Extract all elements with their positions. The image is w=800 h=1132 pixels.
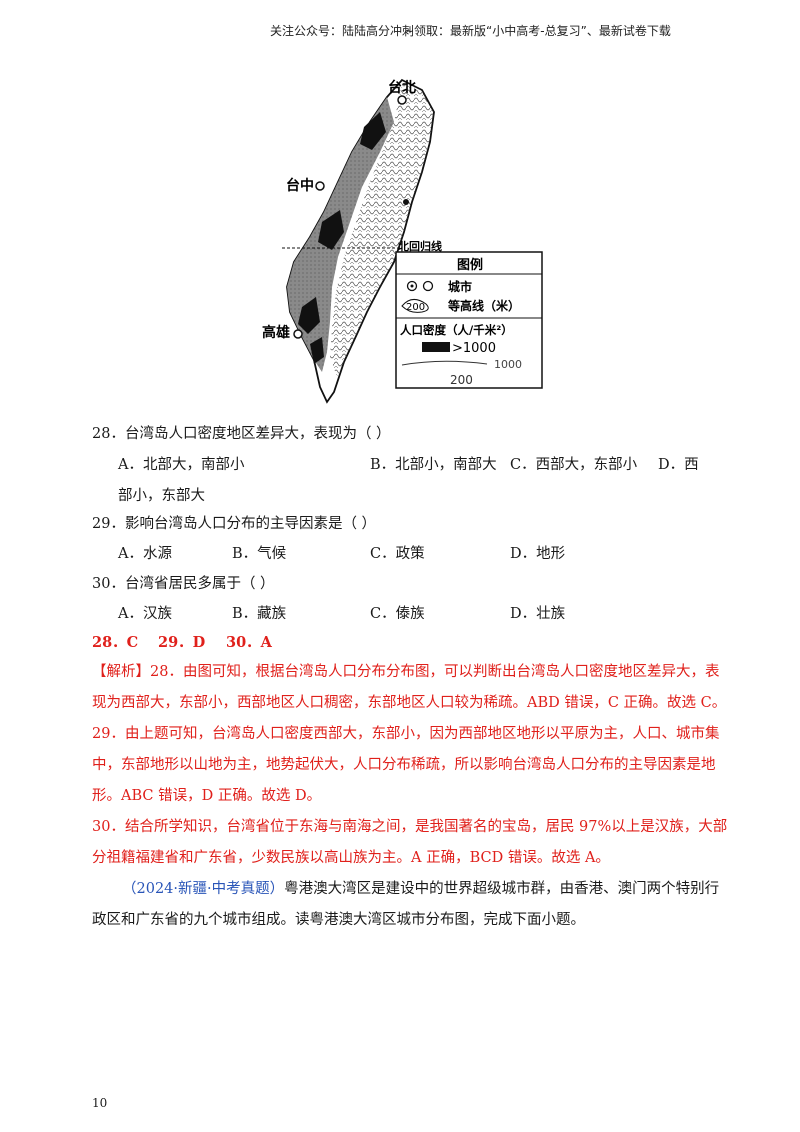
- analysis-line-6: 30．结合所学知识，台湾省位于东海与南海之间，是我国著名的宝岛，居民 97%以上…: [92, 819, 728, 835]
- analysis-line-2: 现为西部大，东部小，西部地区人口稠密，东部地区人口较为稀疏。ABD 错误，C 正…: [92, 695, 727, 711]
- legend-city-label: 城市: [448, 279, 472, 294]
- q29-option-c[interactable]: C．政策: [370, 546, 425, 562]
- next-intro-line-1: （2024·新疆·中考真题）粤港澳大湾区是建设中的世界超级城市群，由香港、澳门两…: [122, 879, 719, 899]
- city-kaohsiung-label: 高雄: [262, 324, 290, 341]
- mountain-contours: [330, 84, 434, 377]
- answer-30: 30．A: [226, 634, 272, 651]
- analysis-line-7: 分祖籍福建省和广东省，少数民族以高山族为主。A 正确，BCD 错误。故选 A。: [92, 850, 610, 866]
- next-text-1: 粤港澳大湾区是建设中的世界超级城市群，由香港、澳门两个特别行: [284, 881, 720, 897]
- header-right-text: ~领取：最新版“小中高考-总复习”、最新试卷下载: [404, 24, 671, 38]
- city-taipei-marker: [397, 95, 407, 105]
- city-taichung-label: 台中: [286, 177, 314, 194]
- city-taipei-label: 台北: [388, 79, 416, 96]
- q28-stem: 28．台湾岛人口密度地区差异大，表现为（ ）: [92, 426, 391, 442]
- q28-option-d[interactable]: D．西: [658, 457, 699, 473]
- legend-density-high: >1000: [452, 341, 496, 356]
- legend-title: 图例: [457, 257, 483, 273]
- legend-density-low: 200: [450, 373, 473, 387]
- q30-option-c[interactable]: C．傣族: [370, 606, 425, 622]
- city-kaohsiung-marker: [293, 329, 303, 339]
- q29-stem: 29．影响台湾岛人口分布的主导因素是（ ）: [92, 516, 377, 532]
- next-source: （2024·新疆·中考真题）: [122, 881, 285, 897]
- answer-28: 28．C: [92, 634, 139, 651]
- q30-option-b[interactable]: B．藏族: [232, 606, 287, 622]
- legend-contour-label: 等高线（米）: [447, 298, 520, 313]
- q29-option-d[interactable]: D．地形: [510, 546, 566, 562]
- q29-option-a[interactable]: A．水源: [118, 546, 172, 562]
- header-left-text: 关注公众号：陆陆高分冲刺: [270, 24, 415, 38]
- legend-density-mid: 1000: [494, 358, 522, 371]
- taiwan-map: 台北 台中 高雄 北回归线 图例 城市 200 等高线（米） 人口密度（人/千米…: [262, 72, 552, 404]
- q29-option-b[interactable]: B．气候: [232, 546, 287, 562]
- q28-option-a[interactable]: A．北部大，南部小: [118, 457, 245, 473]
- analysis-line-5: 形。ABC 错误，D 正确。故选 D。: [92, 788, 322, 804]
- q30-option-d[interactable]: D．壮族: [510, 606, 566, 622]
- q28-option-b[interactable]: B．北部小，南部大: [370, 457, 497, 473]
- q30-stem: 30．台湾省居民多属于（ ）: [92, 576, 275, 592]
- answer-29: 29．D: [158, 634, 206, 651]
- page-header: 关注公众号：陆陆高分冲刺 ~领取：最新版“小中高考-总复习”、最新试卷下载: [0, 20, 800, 42]
- legend-density-high-swatch: [422, 342, 450, 352]
- city-east-marker: [403, 199, 409, 205]
- legend-density-label: 人口密度（人/千米²）: [400, 323, 513, 337]
- q28-option-d-cont: 部小，东部大: [118, 488, 205, 504]
- city-taichung-marker: [315, 181, 325, 191]
- q30-option-a[interactable]: A．汉族: [118, 606, 172, 622]
- next-intro-line-2: 政区和广东省的九个城市组成。读粤港澳大湾区城市分布图，完成下面小题。: [92, 912, 585, 928]
- legend-contour-value: 200: [406, 302, 425, 313]
- analysis-line-3: 29．由上题可知，台湾岛人口密度西部大，东部小，因为西部地区地形以平原为主，人口…: [92, 726, 720, 742]
- page-number: 10: [92, 1096, 108, 1110]
- tropic-label: 北回归线: [398, 239, 442, 253]
- analysis-line-1: 【解析】28．由图可知，根据台湾岛人口分布分布图，可以判断出台湾岛人口密度地区差…: [92, 664, 720, 680]
- q28-option-c[interactable]: C．西部大，东部小: [510, 457, 638, 473]
- analysis-line-4: 中，东部地形以山地为主，地势起伏大，人口分布稀疏，所以影响台湾岛人口分布的主导因…: [92, 757, 716, 773]
- taiwan-map-svg: 台北 台中 高雄 北回归线 图例 城市 200 等高线（米） 人口密度（人/千米…: [262, 78, 543, 404]
- legend-box: [395, 251, 543, 389]
